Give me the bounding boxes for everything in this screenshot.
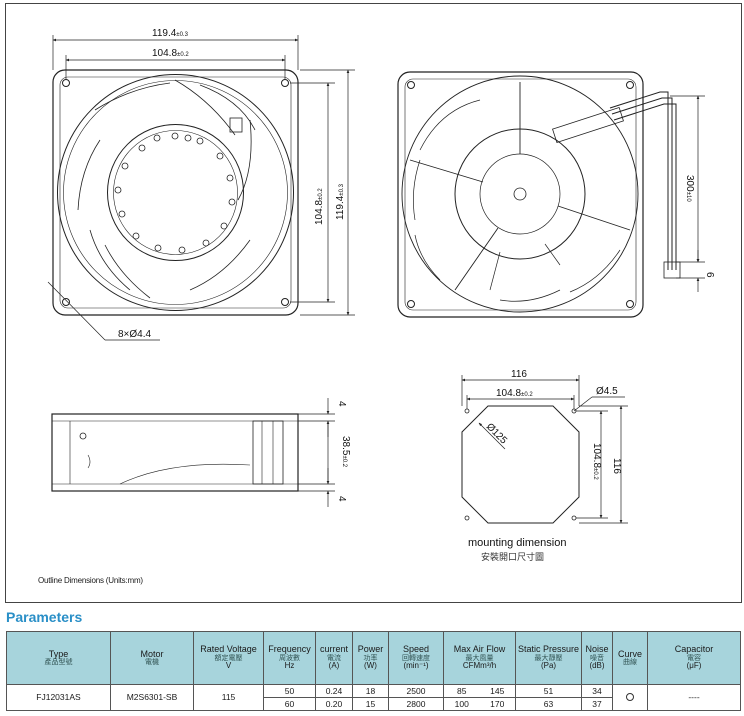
cell-frequency: 60 [263, 697, 316, 711]
lead-strip-label: 6 [704, 272, 715, 278]
side-view [51, 413, 299, 492]
side-depth-label: 38.5±0.2 [340, 436, 351, 468]
cell-pressure: 63 [515, 697, 582, 711]
mounting-title-zh: 安裝開口尺寸圖 [481, 551, 544, 562]
mount-vert-spacing-label: 104.8±0.2 [591, 443, 602, 480]
mount-hole-diameter-label: Ø4.5 [596, 386, 618, 397]
front-hole-spacing-label: 104.8±0.2 [152, 48, 189, 59]
cell-noise: 34 [581, 684, 613, 698]
cell-power: 18 [352, 684, 389, 698]
mount-holes-label: 8×Ø4.4 [118, 329, 152, 340]
mounting-dimensions [461, 375, 628, 524]
cell-noise: 37 [581, 697, 613, 711]
cell-motor: M2S6301-SB [110, 684, 194, 711]
front-view [52, 69, 299, 316]
cell-voltage: 115 [193, 684, 264, 711]
side-bottom-flange-label: 4 [336, 496, 347, 502]
lead-length-label: 300±10 [684, 175, 695, 202]
cell-pressure: 51 [515, 684, 582, 698]
front-dimensions [47, 35, 355, 341]
curve-icon [626, 692, 634, 701]
cell-current: 0.24 [315, 684, 353, 698]
cell-type: FJ12031AS [6, 684, 111, 711]
parameters-title: Parameters [6, 609, 83, 625]
outline-drawing-frame [5, 3, 742, 603]
cell-curve [612, 684, 648, 711]
cell-capacitor: ---- [647, 684, 741, 711]
mount-cutout-diameter-label: Ø125 [484, 421, 509, 446]
cell-power: 15 [352, 697, 389, 711]
mount-width-label: 116 [511, 369, 527, 380]
side-top-flange-label: 4 [336, 401, 347, 407]
cell-frequency: 50 [263, 684, 316, 698]
cell-current: 0.20 [315, 697, 353, 711]
front-vert-outer-label: 119.4±0.3 [335, 183, 346, 220]
mounting-title-en: mounting dimension [468, 537, 566, 549]
cell-speed: 2800 [388, 697, 444, 711]
front-width-label: 119.4±0.3 [152, 28, 189, 39]
table-row: FJ12031AS M2S6301-SB 115 50 0.24 18 2500… [6, 684, 741, 711]
outline-drawing: 119.4±0.3 104.8±0.2 104.8±0.2 119.4±0.3 … [47, 28, 715, 562]
mount-height-label: 116 [611, 458, 622, 474]
side-dimensions [298, 398, 335, 507]
mount-hole-spacing-label: 104.8±0.2 [496, 388, 533, 399]
cell-speed: 2500 [388, 684, 444, 698]
outline-caption: Outline Dimensions (Units:mm) [38, 576, 143, 585]
back-view [397, 71, 681, 318]
front-vert-spacing-label: 104.8±0.2 [314, 188, 325, 225]
back-dimensions [670, 95, 705, 292]
